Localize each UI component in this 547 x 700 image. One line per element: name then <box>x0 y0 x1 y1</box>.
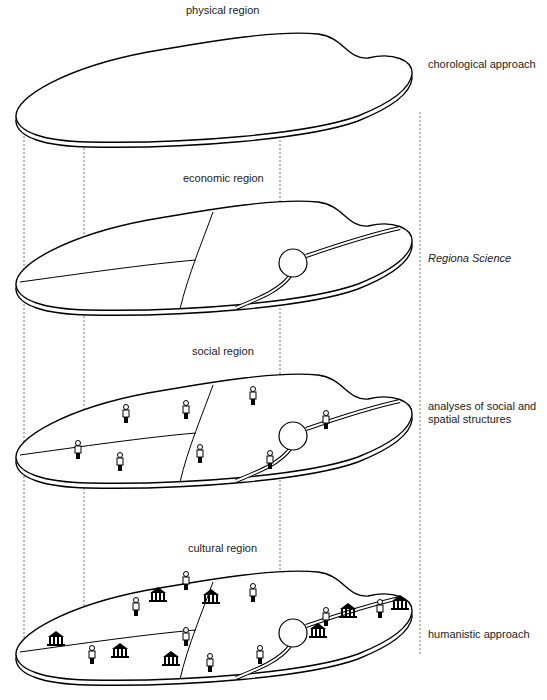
temple-icon <box>162 651 180 666</box>
person-icon <box>323 411 329 430</box>
person-icon <box>197 445 203 464</box>
approach-label: chorological approach <box>428 58 543 71</box>
person-icon <box>250 387 256 406</box>
approach-label: Regiona Science <box>428 252 543 265</box>
region-layer: social region <box>8 345 418 493</box>
person-icon <box>123 405 129 424</box>
economic-structure <box>20 582 400 679</box>
region-layer: economic region <box>8 172 418 320</box>
person-icon <box>183 401 189 420</box>
temple-icon <box>202 589 220 604</box>
layer-title: cultural region <box>186 542 259 555</box>
person-icon <box>75 441 81 460</box>
projection-line <box>84 112 85 655</box>
temple-icon <box>47 631 65 646</box>
layer-title: social region <box>190 345 256 358</box>
person-icon <box>207 654 213 673</box>
person-icon <box>117 453 123 472</box>
region-layer: cultural region <box>8 542 418 690</box>
person-icon <box>89 646 95 665</box>
layer-title: physical region <box>184 4 261 17</box>
layer-title: economic region <box>181 172 266 185</box>
region-slab <box>8 22 418 152</box>
region-slab <box>8 363 418 493</box>
person-icon <box>267 451 273 470</box>
person-icon <box>250 584 256 603</box>
person-icon <box>377 600 383 619</box>
person-icon <box>133 598 139 617</box>
region-slab <box>8 190 418 320</box>
region-slab <box>8 560 418 690</box>
temple-icon <box>309 623 327 638</box>
temple-icon <box>111 643 129 658</box>
approach-label: analyses of social and spatial structure… <box>428 400 543 426</box>
region-layer: physical region <box>8 4 418 152</box>
economic-structure <box>20 212 400 309</box>
projection-line <box>420 112 421 655</box>
person-icon <box>183 628 189 647</box>
temple-icon <box>339 603 357 618</box>
approach-label: humanistic approach <box>428 628 543 641</box>
person-icon <box>323 608 329 627</box>
person-icon <box>183 572 189 591</box>
person-icon <box>257 646 263 665</box>
temple-icon <box>149 587 167 602</box>
economic-structure <box>20 385 400 482</box>
projection-line <box>24 112 25 655</box>
temple-icon <box>391 595 409 610</box>
